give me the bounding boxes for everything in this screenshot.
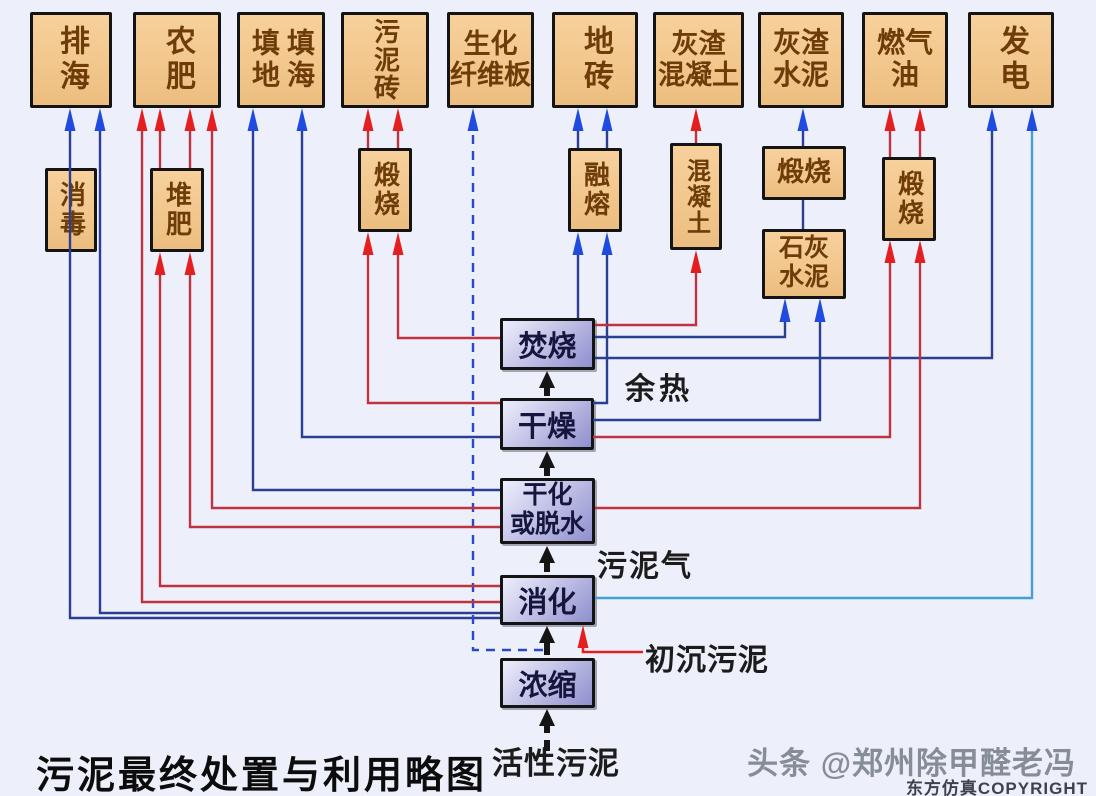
copyright-text: 东方仿真COPYRIGHT	[905, 779, 1088, 796]
node-calcination-gas: 煅烧	[882, 157, 936, 241]
node-calcination-cement: 煅烧	[762, 146, 846, 200]
blue-flow-lines	[68, 129, 994, 620]
node-gas-oil: 燃气 油	[862, 12, 948, 108]
node-ash-cement: 灰渣 水泥	[758, 12, 844, 108]
node-composting: 堆肥	[150, 168, 204, 252]
watermark-text: 头条 @郑州除甲醛老冯	[747, 746, 1076, 781]
node-concrete: 混凝土	[670, 143, 722, 250]
node-ash-concrete: 灰渣 混凝土	[653, 12, 744, 108]
node-melting: 融熔	[568, 148, 622, 232]
node-dewatering: 干化 或脱水	[500, 478, 595, 544]
node-thickening: 浓缩	[500, 658, 595, 708]
diagram-title: 污泥最终处置与利用略图	[36, 755, 488, 796]
node-disinfection: 消毒	[45, 168, 97, 252]
node-biochemical-fiberboard: 生化 纤维板	[447, 12, 534, 108]
node-sea-discharge: 排海	[30, 12, 112, 108]
node-drying: 干燥	[500, 398, 594, 450]
node-sludge-brick: 污泥砖	[341, 12, 429, 108]
label-primary-sludge: 初沉污泥	[645, 644, 769, 677]
label-sludge-gas: 污泥气	[597, 550, 693, 583]
primary-sludge-line	[581, 647, 643, 654]
node-digestion: 消化	[500, 575, 595, 625]
dashed-bypass-line	[471, 130, 543, 652]
label-activated-sludge: 活性污泥	[492, 746, 620, 781]
node-agricultural-fertilizer: 农肥	[133, 12, 221, 108]
label-waste-heat: 余热	[625, 373, 693, 406]
node-incineration: 焚烧	[500, 318, 595, 370]
node-power-generation: 发电	[968, 12, 1054, 108]
node-lime-cement: 石灰 水泥	[762, 229, 846, 299]
node-landfill-reclamation: 填地 填海	[237, 12, 325, 108]
node-floor-tile: 地砖	[552, 12, 638, 108]
node-calcination-brick: 煅烧	[358, 148, 412, 232]
